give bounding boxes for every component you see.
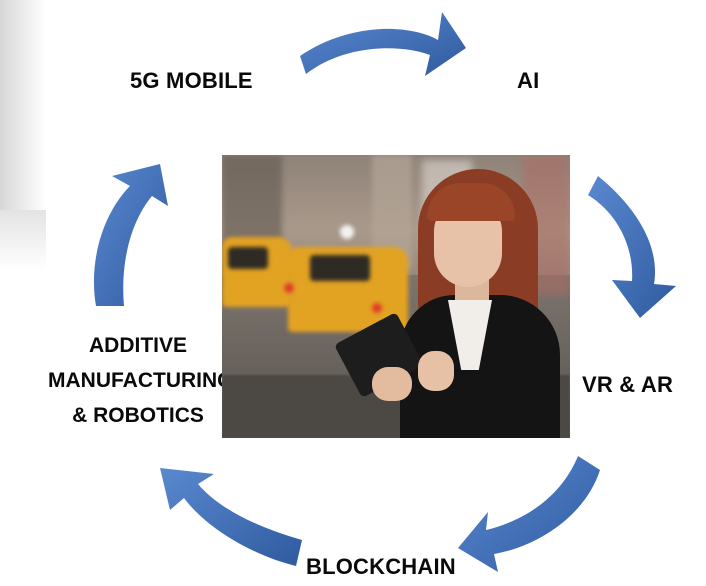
- arrow-blockchain-to-additive: [160, 468, 302, 566]
- label-additive-manufacturing-robotics: ADDITIVE MANUFACTURING & ROBOTICS: [48, 328, 234, 433]
- label-5g-mobile: 5G MOBILE: [130, 68, 253, 93]
- label-additive-line1: ADDITIVE: [88, 334, 187, 357]
- label-additive-line2: MANUFACTURING: [48, 369, 234, 392]
- arrow-ai-to-vr: [588, 176, 676, 318]
- arrow-5g-to-ai: [300, 12, 466, 76]
- label-blockchain: BLOCKCHAIN: [306, 554, 456, 579]
- center-photo-woman-tablet: [222, 155, 570, 438]
- label-vr-ar: VR & AR: [582, 372, 674, 397]
- page-edge-shadow: [0, 0, 46, 210]
- label-additive-line3: & ROBOTICS: [72, 404, 204, 427]
- label-ai: AI: [517, 68, 540, 93]
- arrow-vr-to-blockchain: [458, 456, 600, 572]
- arrow-additive-to-5g: [93, 164, 168, 306]
- page-edge-shadow-fade: [0, 210, 46, 270]
